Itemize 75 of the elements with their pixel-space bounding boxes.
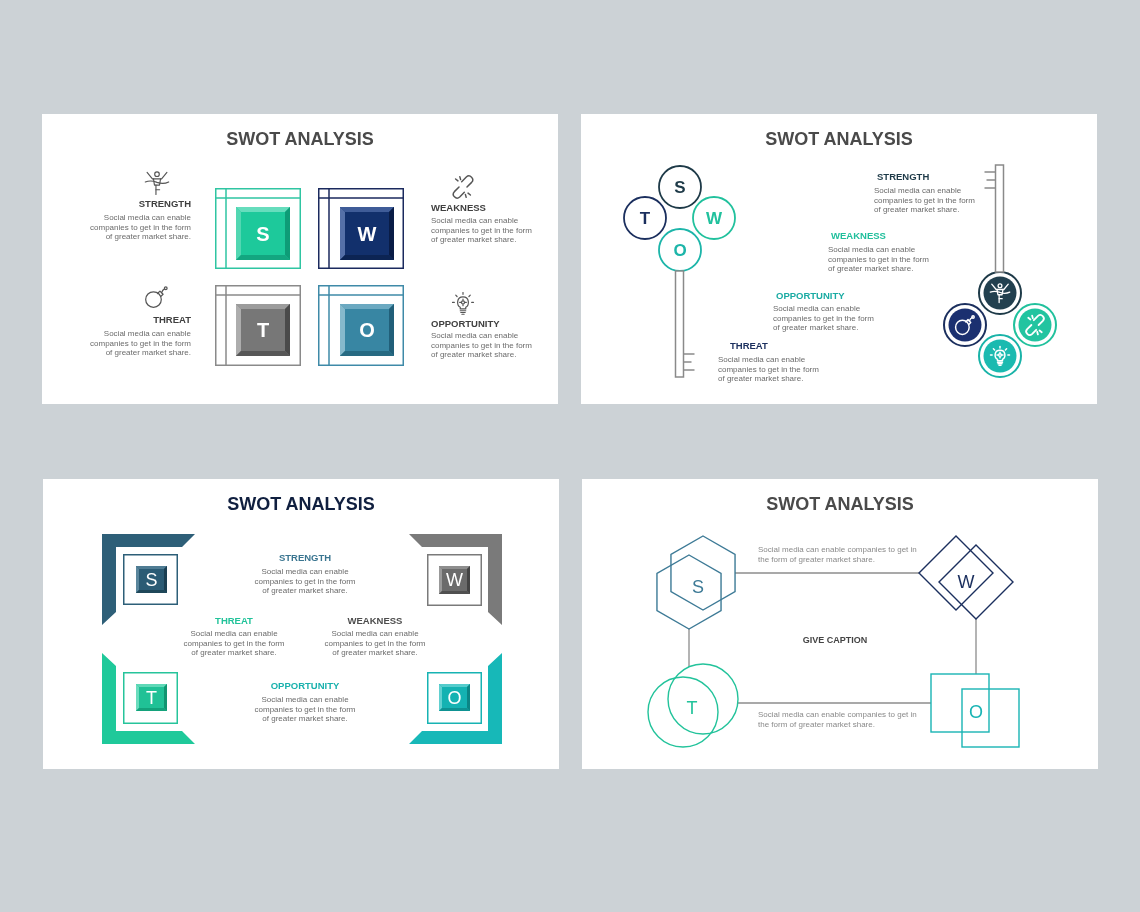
- swot-letter: S: [256, 223, 270, 244]
- slide-title: SWOT ANALYSIS: [227, 493, 375, 516]
- slide-panel: [581, 114, 1097, 404]
- slide-title: SWOT ANALYSIS: [226, 128, 374, 151]
- circle-pair: [648, 664, 738, 747]
- description-text: Social media can enable companies to get in the form of greater market share.: [323, 629, 427, 658]
- swot-letter: T: [639, 209, 651, 227]
- description-text: Social media can enable companies to get in the form of greater market share.: [773, 304, 875, 333]
- description-text: Social media can enable companies to get in the form of greater market share.: [874, 186, 976, 215]
- letter-circle: [623, 196, 667, 240]
- letter-circle: [692, 196, 736, 240]
- section-heading: THREAT: [153, 314, 191, 326]
- icon-circle: [1013, 303, 1057, 347]
- tile-frame: [427, 554, 482, 606]
- section-heading: WEAKNESS: [831, 230, 886, 242]
- swot-letter: T: [256, 320, 270, 340]
- swot-letter: W: [357, 223, 377, 244]
- tile-frame: [123, 554, 178, 605]
- hexagon-pair: [657, 536, 735, 629]
- description-text: Social media can enable companies to get in the form of greater market share.: [758, 545, 918, 564]
- description-text: Social media can enable companies to get in the form of greater market share.: [253, 567, 357, 596]
- description-text: Social media can enable companies to get in the form of greater market share.: [718, 355, 820, 384]
- connector-line: [975, 618, 977, 675]
- swot-letter: O: [359, 320, 375, 340]
- section-heading: STRENGTH: [278, 552, 332, 564]
- swot-letter: S: [145, 570, 158, 589]
- letter-circle: [658, 228, 702, 272]
- section-heading: OPPORTUNITY: [431, 318, 500, 330]
- section-heading: STRENGTH: [138, 198, 191, 210]
- tile-frame: [318, 188, 404, 269]
- description-text: Social media can enable companies to get in the form of greater market share.: [828, 245, 930, 274]
- description-text: Social media can enable companies to get in the form of greater market share.: [253, 695, 357, 724]
- section-heading: THREAT: [215, 615, 253, 627]
- icon-circle: [978, 334, 1022, 378]
- slide-panel: [42, 114, 558, 404]
- description-text: Social media can enable companies to get in the form of greater market share.: [89, 213, 191, 242]
- section-heading: OPPORTUNITY: [270, 680, 340, 692]
- square-pair: [931, 674, 1019, 747]
- tile-frame: [427, 672, 482, 724]
- letter-circle: [658, 165, 702, 209]
- description-text: Social media can enable companies to get in the form of greater market share.: [431, 331, 533, 360]
- swot-letter: O: [673, 241, 687, 259]
- tile-frame: [215, 285, 301, 366]
- swot-letter: O: [969, 703, 983, 721]
- swot-letter: O: [447, 688, 462, 707]
- slide-panel: [582, 479, 1098, 769]
- icon-circle: [978, 271, 1022, 315]
- swot-letter: S: [674, 178, 686, 196]
- swot-letter: W: [446, 571, 463, 589]
- connector-line: [734, 572, 920, 574]
- swot-letter: W: [957, 573, 975, 591]
- slide-title: SWOT ANALYSIS: [765, 128, 913, 151]
- swot-letter: S: [692, 578, 704, 596]
- swot-letter: T: [686, 699, 698, 717]
- section-heading: WEAKNESS: [431, 202, 486, 214]
- tile-frame: [215, 188, 301, 269]
- swot-letter: W: [706, 209, 722, 227]
- description-text: Social media can enable companies to get in the form of greater market share.: [182, 629, 286, 658]
- description-text: Social media can enable companies to get in the form of greater market share.: [758, 710, 918, 729]
- description-text: Social media can enable companies to get in the form of greater market share.: [431, 216, 533, 245]
- slide-title: SWOT ANALYSIS: [766, 493, 914, 516]
- icon-circle: [943, 303, 987, 347]
- tile-frame: [123, 672, 178, 724]
- connector-line: [688, 628, 690, 668]
- section-heading: STRENGTH: [877, 171, 930, 183]
- diamond-pair: [919, 536, 1013, 619]
- connector-line: [737, 702, 932, 704]
- description-text: Social media can enable companies to get in the form of greater market share.: [89, 329, 191, 358]
- section-heading: THREAT: [730, 340, 768, 352]
- slide-panel: [43, 479, 559, 769]
- section-heading: WEAKNESS: [347, 615, 403, 627]
- section-heading: OPPORTUNITY: [776, 290, 845, 302]
- swot-letter: T: [146, 688, 157, 707]
- caption-text: GIVE CAPTION: [802, 634, 868, 646]
- tile-frame: [318, 285, 404, 366]
